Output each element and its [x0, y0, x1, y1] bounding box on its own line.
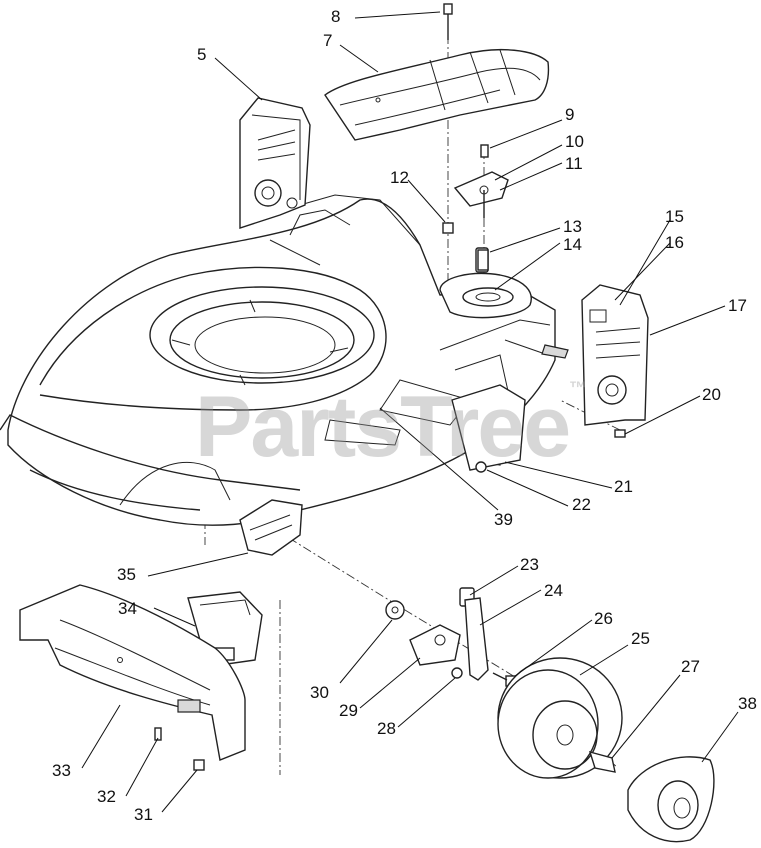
callout-10: 10: [565, 132, 584, 151]
parts-12-13-spacers: [442, 222, 489, 271]
callout-35: 35: [117, 565, 136, 584]
part-7-top-cover: [324, 48, 550, 141]
callout-29: 29: [339, 701, 358, 720]
callout-16: 16: [665, 233, 684, 252]
callout-21: 21: [614, 477, 633, 496]
parts-29-30-wheel-bracket: [385, 600, 463, 679]
callout-17: 17: [728, 296, 747, 315]
deck-blade-housing: [149, 286, 375, 386]
part-35-rear-adjuster: [239, 499, 303, 556]
part-38-hub-cap: [627, 756, 715, 843]
callout-25: 25: [631, 629, 650, 648]
callout-39: 39: [494, 510, 513, 529]
callout-26: 26: [594, 609, 613, 628]
callout-7: 7: [323, 31, 333, 50]
part-27-axle: [588, 750, 616, 773]
part-8-bolt: [443, 3, 453, 40]
callout-31: 31: [134, 805, 153, 824]
part-17-height-adjust-plate: [581, 284, 649, 438]
callout-15: 15: [665, 207, 684, 226]
watermark-trademark: ™: [569, 378, 587, 398]
callout-24: 24: [544, 581, 563, 600]
callout-14: 14: [563, 235, 582, 254]
callout-28: 28: [377, 719, 396, 738]
callout-20: 20: [702, 385, 721, 404]
callout-33: 33: [52, 761, 71, 780]
callout-9: 9: [565, 105, 575, 124]
callout-13: 13: [563, 217, 582, 236]
callout-5: 5: [197, 45, 207, 64]
part-24-wheel-arm: [459, 587, 489, 681]
callout-30: 30: [310, 683, 329, 702]
part-5-side-plate: [239, 97, 311, 229]
part-25-wheel: [497, 657, 623, 779]
part-33-rear-guard: [19, 584, 246, 771]
callout-11: 11: [565, 154, 583, 173]
callout-leaders: [81, 11, 739, 813]
callout-22: 22: [572, 495, 591, 514]
watermark-text: PartsTree: [195, 379, 571, 475]
part-10-bracket: [453, 144, 509, 218]
callout-34: 34: [118, 599, 137, 618]
partstree-watermark: PartsTree™: [195, 378, 587, 477]
callout-8: 8: [331, 7, 341, 26]
callout-27: 27: [681, 657, 700, 676]
callout-38: 38: [738, 694, 757, 713]
callout-23: 23: [520, 555, 539, 574]
callout-32: 32: [97, 787, 116, 806]
part-21-bracket: [451, 384, 526, 473]
callout-12: 12: [390, 168, 409, 187]
